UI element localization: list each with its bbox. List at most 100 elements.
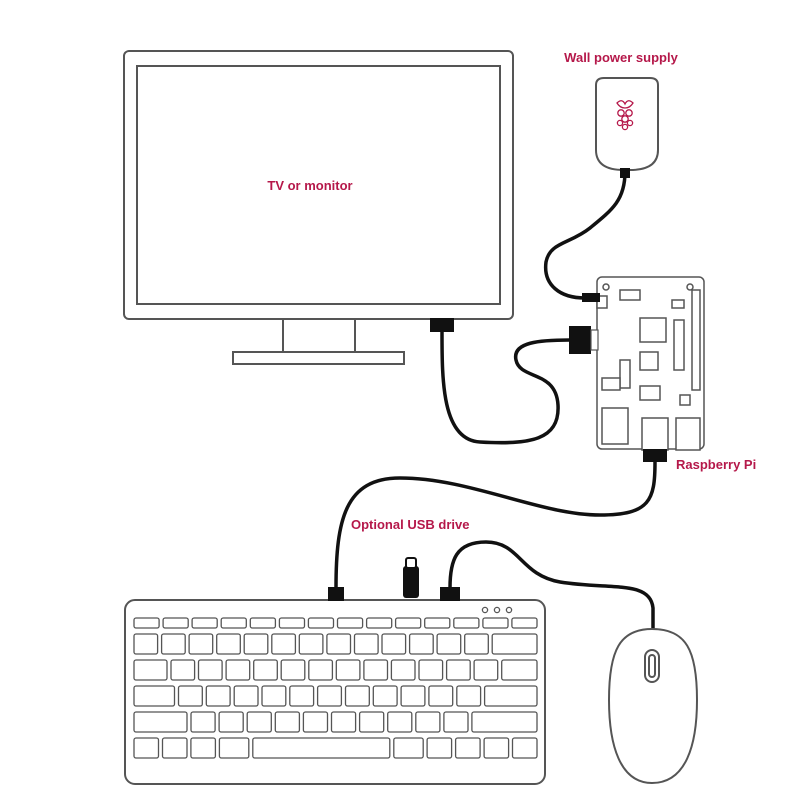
keyboard-key [363,659,389,681]
keyboard-key [418,659,444,681]
keyboard-key [133,617,160,629]
keyboard-key [225,659,251,681]
pi-usb-connector [643,449,667,462]
keyboard-key [216,633,241,655]
keyboard-key [308,659,334,681]
cables [334,170,657,632]
keyboard-key [394,617,422,629]
keyboard-key [191,617,218,629]
keyboard-key [483,685,538,707]
pi-small-comp [679,394,691,406]
keyboard-key [177,685,203,707]
keyboard-key [471,711,538,733]
keyboard-leds [481,606,513,614]
pi-label-block [673,319,685,371]
keyboard-mouse-usb-connector [440,587,460,601]
keyboard-key [261,685,287,707]
keyboard-key [271,633,297,655]
keyboard-key [491,633,538,655]
keyboard-key [218,737,250,759]
keyboard-key [424,617,451,629]
pi-hdmi-connector [569,326,591,354]
keyboard-key [302,711,329,733]
keyboard-key [358,711,385,733]
keyboard-key [372,685,398,707]
keyboard-key [133,659,168,681]
keyboard-key [501,659,538,681]
pi-power-connector [582,293,600,302]
keyboard-key [190,737,217,759]
keyboard-key [190,711,216,733]
pi-display-port [619,359,631,389]
keyboard-key [274,711,301,733]
keyboard-key [353,633,379,655]
keyboard-key [453,617,480,629]
keyboard-key [197,659,223,681]
keyboard-key [381,633,407,655]
keyboard-key [289,685,315,707]
keyboard-key [330,711,357,733]
keyboard-key [443,711,469,733]
hdmi-cable [440,330,572,445]
raspberry-pi-label: Raspberry Pi [676,457,756,472]
keyboard-key [415,711,441,733]
usb-drive-label: Optional USB drive [351,517,469,532]
raspberry-pi-board [596,276,705,451]
pi-chip-top [619,289,641,301]
keyboard-key [387,711,413,733]
keyboard-key [161,737,188,759]
power-supply-plug [620,168,630,178]
keyboard-key [278,617,306,629]
monitor-label: TV or monitor [267,178,352,193]
keyboard-key [326,633,352,655]
pi-chip-small [671,299,685,309]
keyboard-usb-connector [328,587,344,601]
pi-chip-lower [639,385,661,401]
pi-soc [639,317,667,343]
usb-drive [403,557,419,598]
keyboard-key [162,617,189,629]
keyboard-key [246,711,272,733]
keyboard-key [400,685,426,707]
keyboard-key [482,617,509,629]
keyboard-key [456,685,482,707]
keyboard-key [316,685,343,707]
keyboard-key [511,737,538,759]
keyboard-key [220,617,247,629]
pi-audio [601,377,621,391]
keyboard-keys [133,617,538,759]
keyboard-key [133,633,159,655]
keyboard-key [390,659,416,681]
keyboard-key [233,685,259,707]
monitor [123,50,514,365]
keyboard-cable [334,460,657,590]
pi-gpio-header [691,289,701,391]
keyboard-key [483,737,510,759]
power-supply-label: Wall power supply [564,50,678,65]
keyboard-key [298,633,324,655]
keyboard-key [436,633,462,655]
keyboard-key [280,659,306,681]
keyboard-key [133,711,188,733]
keyboard-key [188,633,214,655]
pi-port-box-3 [675,417,701,451]
keyboard-key [473,659,499,681]
keyboard-key [454,737,481,759]
pi-hdmi-plug [590,329,599,351]
keyboard-key [445,659,471,681]
usb-drive-cap [405,557,417,569]
keyboard-key [511,617,538,629]
keyboard-key [365,617,393,629]
keyboard-key [335,659,361,681]
keyboard-key [249,617,277,629]
keyboard-key [426,737,453,759]
keyboard-key [133,685,176,707]
keyboard-key [344,685,370,707]
power-cable [543,170,627,300]
pi-ram [639,351,659,371]
mouse [607,627,699,785]
keyboard [124,599,546,785]
monitor-screen [136,65,501,305]
keyboard-key [160,633,186,655]
